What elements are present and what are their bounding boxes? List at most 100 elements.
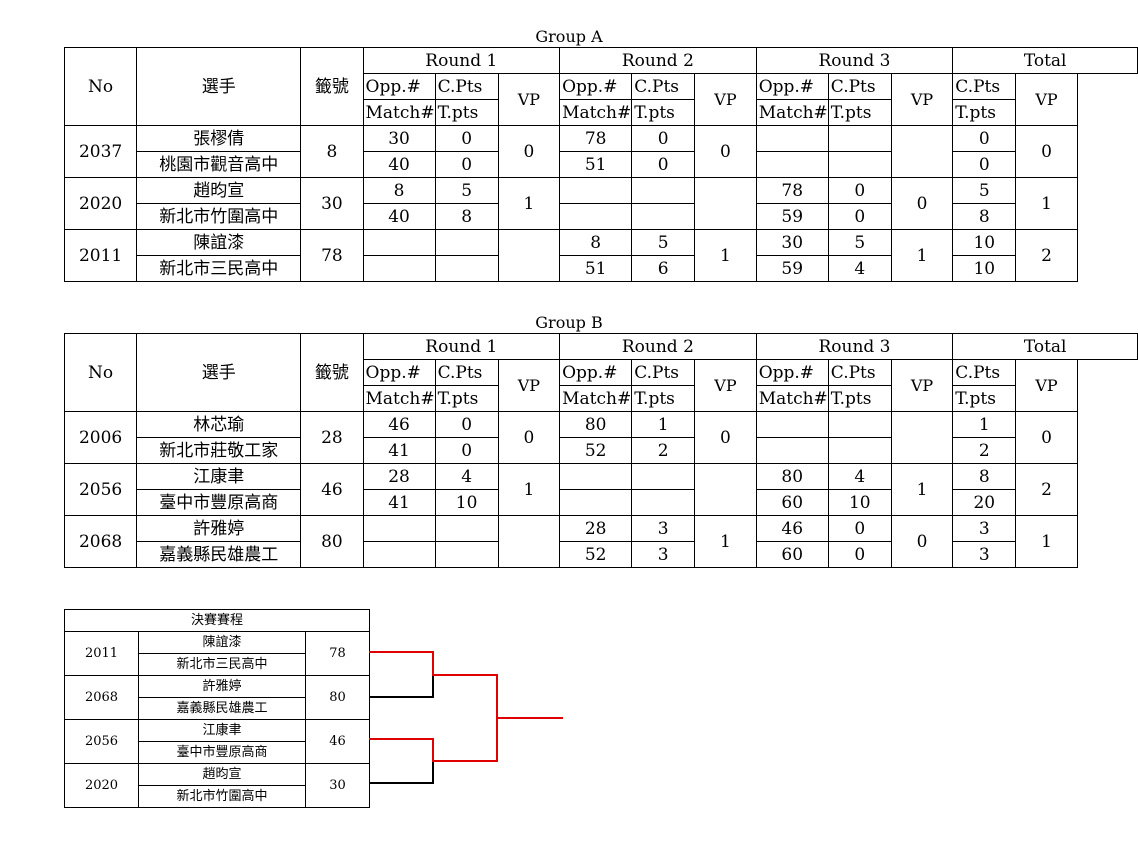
round1-match	[362, 541, 436, 568]
round3-tpts	[827, 437, 892, 464]
finals-lot: 46	[305, 719, 370, 764]
round3-opp: 78	[755, 177, 829, 204]
finals-no: 2011	[64, 631, 139, 676]
round1-vp: 1	[497, 463, 561, 516]
round3-cpts: 0	[827, 177, 892, 204]
round2-cpts-header: C.Pts	[631, 73, 696, 100]
round1-match-header: Match#	[362, 99, 436, 126]
finals-no: 2020	[64, 763, 139, 808]
round3-opp	[755, 125, 829, 152]
round1-vp-header: VP	[497, 359, 561, 412]
round2-tpts-header: T.pts	[631, 385, 696, 412]
round3-match-header: Match#	[755, 385, 829, 412]
round2-tpts	[631, 203, 696, 230]
round2-cpts: 1	[631, 411, 696, 438]
round3-vp: 0	[890, 515, 954, 568]
player-no: 2056	[63, 463, 138, 516]
total-tpts-header: T.pts	[952, 385, 1017, 412]
round1-vp	[497, 229, 561, 282]
total-tpts: 20	[952, 489, 1017, 516]
player-school: 嘉義縣民雄農工	[136, 541, 302, 568]
total-cpts: 3	[952, 515, 1017, 542]
total-cpts: 1	[952, 411, 1017, 438]
total-cpts: 10	[952, 229, 1017, 256]
round3-tpts: 4	[827, 255, 892, 282]
round1-vp: 0	[497, 411, 561, 464]
round3-cpts-header: C.Pts	[827, 359, 892, 386]
round1-vp: 0	[497, 125, 561, 178]
total-tpts: 3	[952, 541, 1017, 568]
round2-vp: 0	[694, 411, 757, 464]
total-vp-header: VP	[1015, 359, 1078, 412]
round1-header: Round 1	[362, 47, 561, 74]
player-lot: 80	[300, 515, 364, 568]
finals-lot: 30	[305, 763, 370, 808]
round1-match-header: Match#	[362, 385, 436, 412]
round2-vp-header: VP	[694, 359, 757, 412]
total-tpts-header: T.pts	[952, 99, 1017, 126]
round1-match	[362, 255, 436, 282]
round3-opp: 46	[755, 515, 829, 542]
round3-opp-header: Opp.#	[755, 359, 829, 386]
no-header: No	[63, 47, 138, 126]
round3-cpts	[827, 125, 892, 152]
round3-opp: 80	[755, 463, 829, 490]
round2-tpts: 0	[631, 151, 696, 178]
round1-tpts	[434, 541, 499, 568]
round2-opp-header: Opp.#	[559, 73, 633, 100]
round2-tpts: 6	[631, 255, 696, 282]
round2-match: 51	[559, 151, 633, 178]
player-lot: 30	[300, 177, 364, 230]
player-no: 2011	[63, 229, 138, 282]
round2-vp: 1	[694, 515, 757, 568]
round3-match: 60	[755, 541, 829, 568]
total-vp: 2	[1015, 463, 1078, 516]
finals-lot: 80	[305, 675, 370, 720]
round1-match: 41	[362, 489, 436, 516]
round1-match: 41	[362, 437, 436, 464]
round1-cpts	[434, 229, 499, 256]
round1-cpts-header: C.Pts	[434, 359, 499, 386]
player-lot: 78	[300, 229, 364, 282]
finals-row-bottom: 新北市竹圍高中	[65, 785, 370, 808]
round1-vp-header: VP	[497, 73, 561, 126]
finals-name: 陳誼漆	[138, 631, 306, 654]
round2-vp	[694, 463, 757, 516]
round2-cpts: 5	[631, 229, 696, 256]
lot-header: 籤號	[300, 47, 364, 126]
round2-opp-header: Opp.#	[559, 359, 633, 386]
round1-header: Round 1	[362, 333, 561, 360]
finals-lot: 78	[305, 631, 370, 676]
player-name: 許雅婷	[136, 515, 302, 542]
round3-cpts-header: C.Pts	[827, 73, 892, 100]
player-name: 林芯瑜	[136, 411, 302, 438]
round3-opp: 30	[755, 229, 829, 256]
round2-cpts	[631, 463, 696, 490]
total-tpts: 2	[952, 437, 1017, 464]
total-tpts: 10	[952, 255, 1017, 282]
total-cpts: 0	[952, 125, 1017, 152]
round3-opp-header: Opp.#	[755, 73, 829, 100]
player-header: 選手	[136, 333, 302, 412]
total-cpts-header: C.Pts	[952, 359, 1017, 386]
round2-opp: 80	[559, 411, 633, 438]
player-no: 2006	[63, 411, 138, 464]
player-no: 2020	[63, 177, 138, 230]
round2-tpts-header: T.pts	[631, 99, 696, 126]
finals-school: 新北市竹圍高中	[138, 785, 306, 808]
round3-match: 60	[755, 489, 829, 516]
player-school: 桃園市觀音高中	[136, 151, 302, 178]
round2-match: 51	[559, 255, 633, 282]
round3-tpts: 0	[827, 541, 892, 568]
round3-vp-header: VP	[890, 73, 954, 126]
total-header: Total	[952, 47, 1138, 74]
round3-cpts: 5	[827, 229, 892, 256]
